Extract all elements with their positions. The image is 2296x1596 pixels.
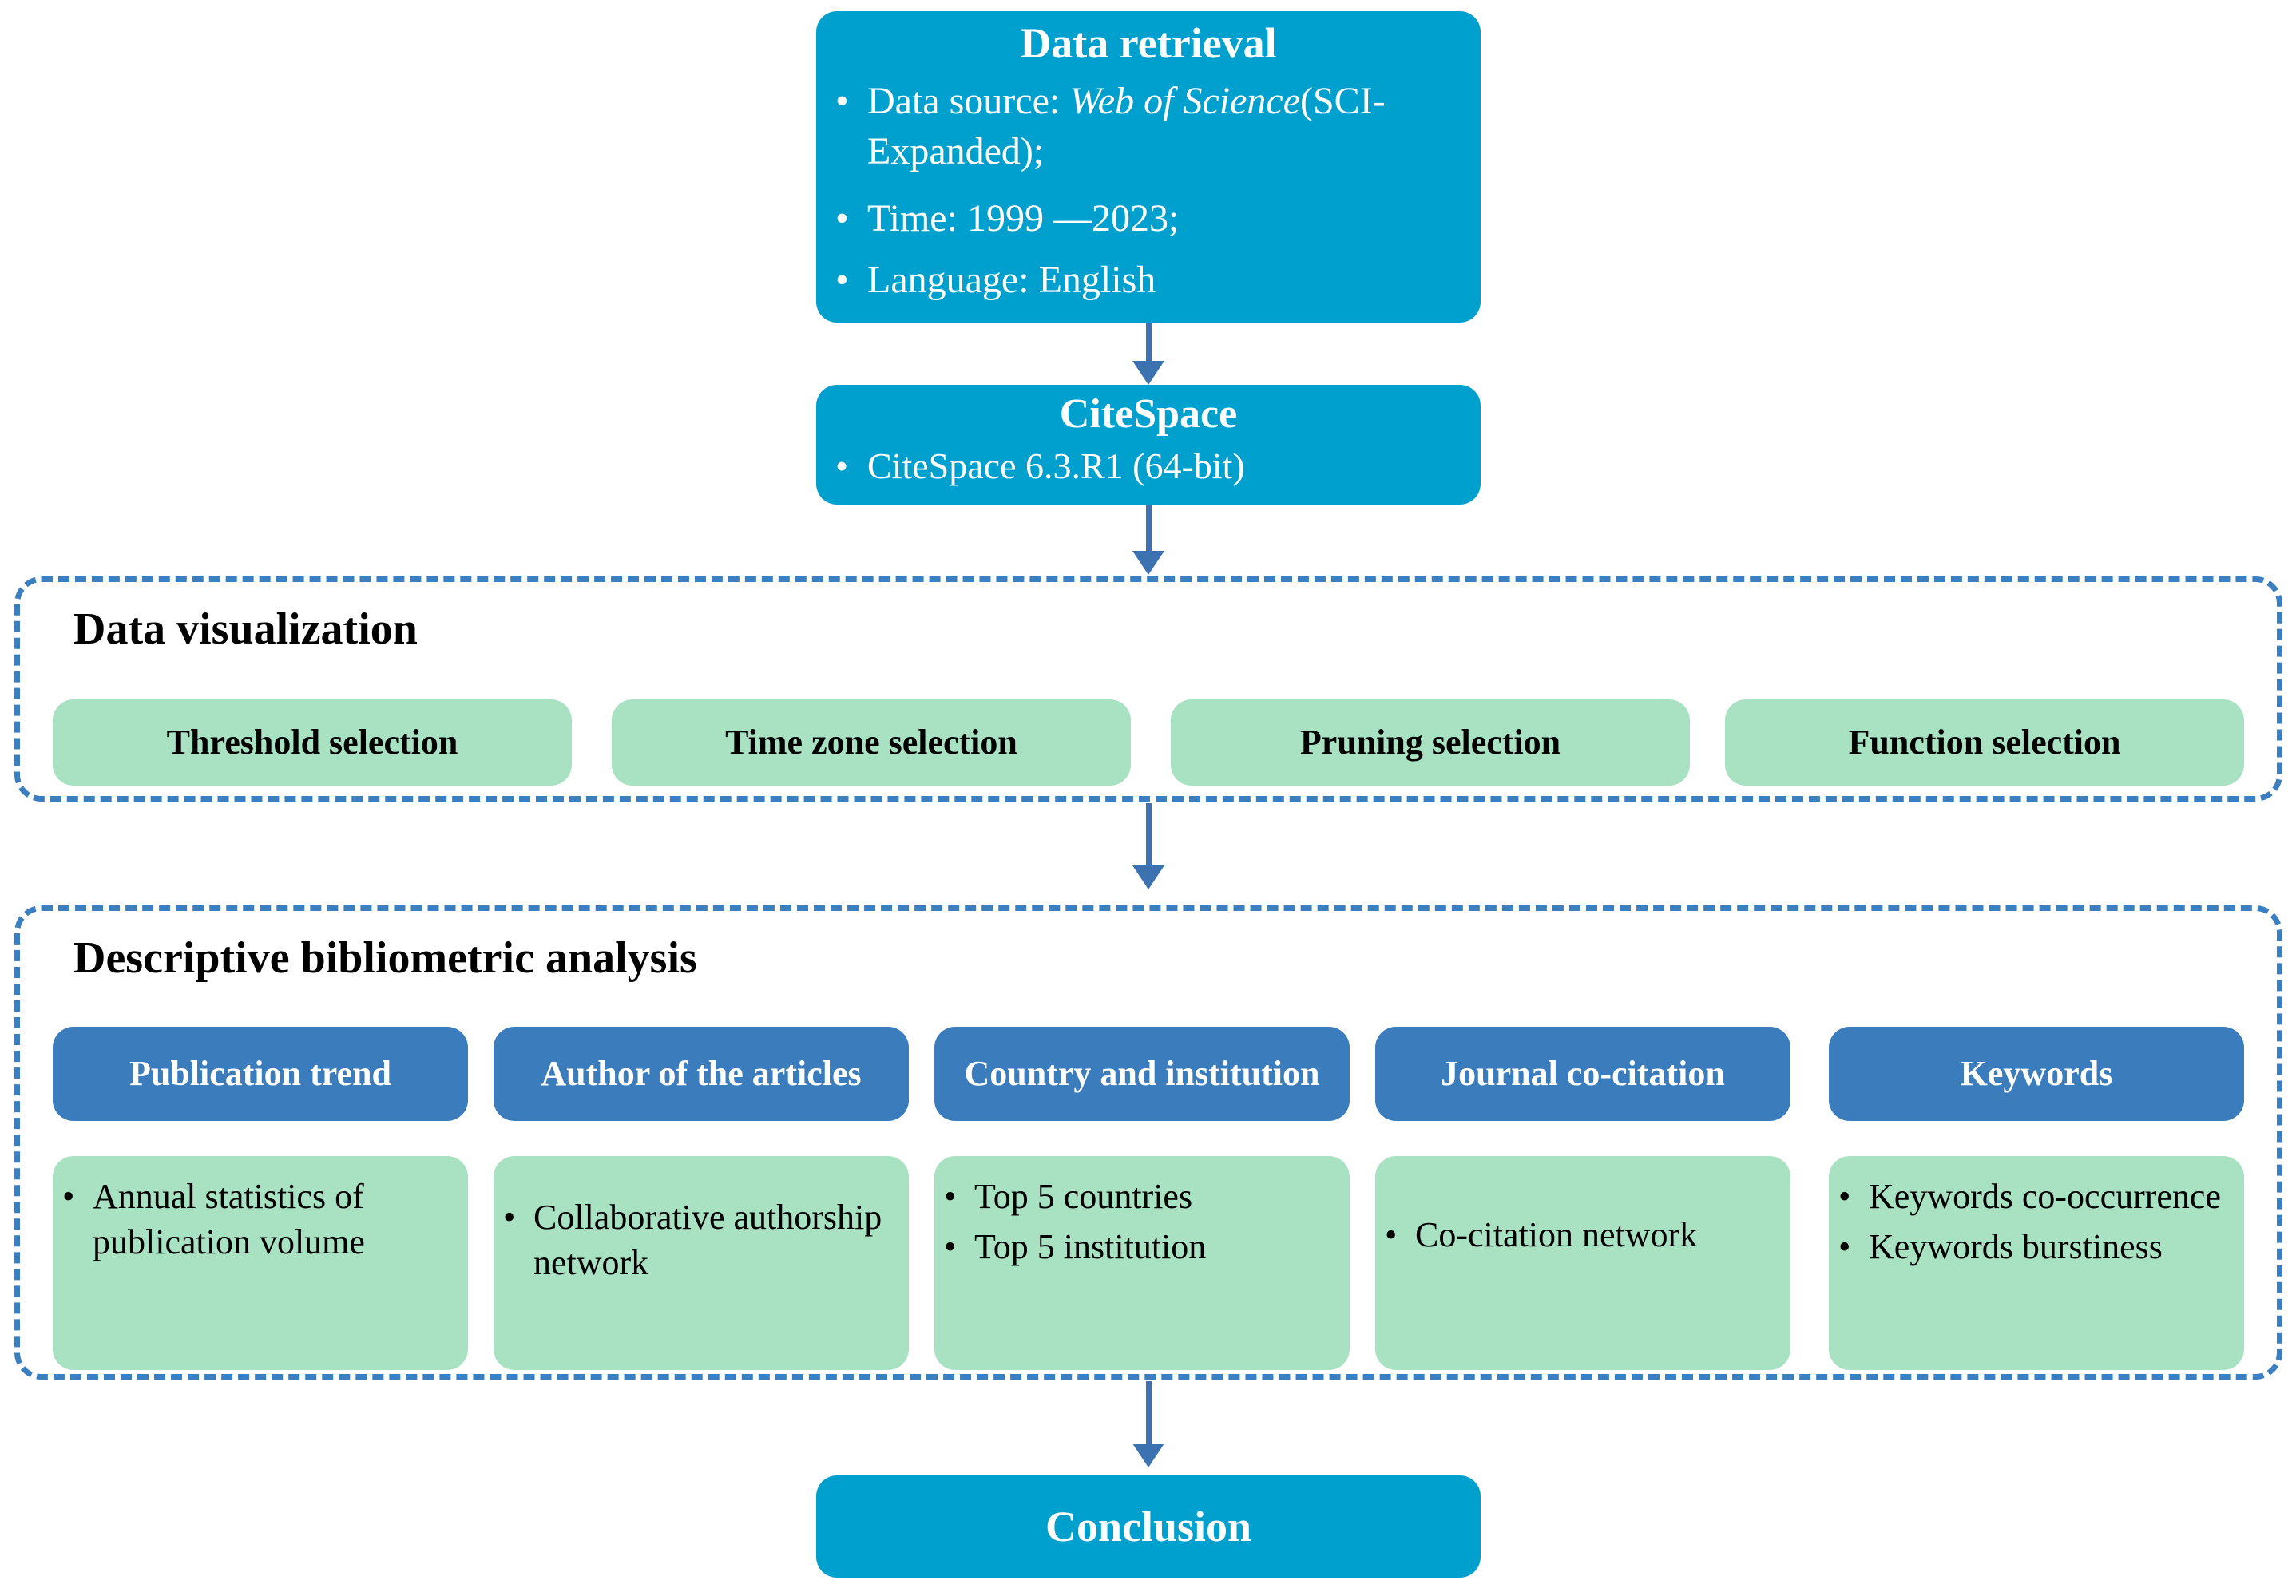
data-retrieval-title: Data retrieval [1020,19,1277,67]
pruning-selection-label: Pruning selection [1299,723,1561,762]
citespace-bullets: CiteSpace 6.3.R1 (64-bit) [823,442,1474,490]
node-publication-trend-content[interactable]: Annual statistics of publication volume [53,1156,468,1370]
publication-trend-bullets: Annual statistics of publication volume [53,1174,468,1265]
arrow-analysis-to-conclusion [1116,1381,1180,1467]
list-item: CiteSpace 6.3.R1 (64-bit) [823,442,1474,490]
conclusion-title: Conclusion [1045,1502,1252,1550]
threshold-selection-label: Threshold selection [166,723,458,762]
node-country-institution-header[interactable]: Country and institution [934,1027,1350,1121]
journal-cocitation-header-label: Journal co-citation [1441,1054,1725,1094]
time-zone-selection-label: Time zone selection [725,723,1017,762]
node-time-zone-selection[interactable]: Time zone selection [612,699,1131,786]
node-author-articles-content[interactable]: Collaborative authorship network [494,1156,909,1370]
list-item: Data source: Web of Science(SCI-Expanded… [823,77,1474,176]
author-articles-bullets: Collaborative authorship network [494,1194,909,1285]
list-item: Top 5 countries [934,1174,1350,1219]
node-data-retrieval[interactable]: Data retrieval Data source: Web of Scien… [816,11,1481,323]
node-author-articles-header[interactable]: Author of the articles [494,1027,909,1121]
bullet-suffix: (SCI-Expanded); [867,80,1386,172]
bullet-italic: Web of Science [1069,80,1300,123]
arrow-citespace-to-visualization [1116,505,1180,575]
descriptive-analysis-heading: Descriptive bibliometric analysis [73,933,697,983]
list-item: Co-citation network [1375,1212,1790,1257]
node-keywords-header[interactable]: Keywords [1829,1027,2244,1121]
keywords-header-label: Keywords [1960,1054,2113,1094]
list-item: Language: English [823,255,1474,306]
citespace-title: CiteSpace [1059,391,1238,437]
list-item: Collaborative authorship network [494,1194,909,1285]
node-journal-cocitation-header[interactable]: Journal co-citation [1375,1027,1790,1121]
data-visualization-heading: Data visualization [73,604,418,654]
list-item: Time: 1999 —2023; [823,194,1474,244]
keywords-bullets: Keywords co-occurrence Keywords burstine… [1829,1174,2244,1270]
node-pruning-selection[interactable]: Pruning selection [1171,699,1690,786]
node-function-selection[interactable]: Function selection [1725,699,2244,786]
country-institution-bullets: Top 5 countries Top 5 institution [934,1174,1350,1270]
function-selection-label: Function selection [1848,723,2121,762]
list-item: Top 5 institution [934,1224,1350,1269]
list-item: Keywords co-occurrence [1829,1174,2244,1219]
node-conclusion[interactable]: Conclusion [816,1475,1481,1578]
publication-trend-header-label: Publication trend [129,1054,391,1094]
journal-cocitation-bullets: Co-citation network [1375,1212,1790,1257]
arrow-retrieval-to-citespace [1116,323,1180,385]
node-keywords-content[interactable]: Keywords co-occurrence Keywords burstine… [1829,1156,2244,1370]
author-articles-header-label: Author of the articles [541,1054,862,1094]
node-country-institution-content[interactable]: Top 5 countries Top 5 institution [934,1156,1350,1370]
bullet-prefix: Data source: [867,80,1070,123]
list-item: Keywords burstiness [1829,1224,2244,1269]
node-citespace[interactable]: CiteSpace CiteSpace 6.3.R1 (64-bit) [816,385,1481,505]
data-retrieval-bullets: Data source: Web of Science(SCI-Expanded… [823,77,1474,305]
arrow-visualization-to-analysis [1116,803,1180,889]
node-journal-cocitation-content[interactable]: Co-citation network [1375,1156,1790,1370]
country-institution-header-label: Country and institution [964,1054,1320,1094]
node-publication-trend-header[interactable]: Publication trend [53,1027,468,1121]
node-threshold-selection[interactable]: Threshold selection [53,699,572,786]
list-item: Annual statistics of publication volume [53,1174,468,1265]
